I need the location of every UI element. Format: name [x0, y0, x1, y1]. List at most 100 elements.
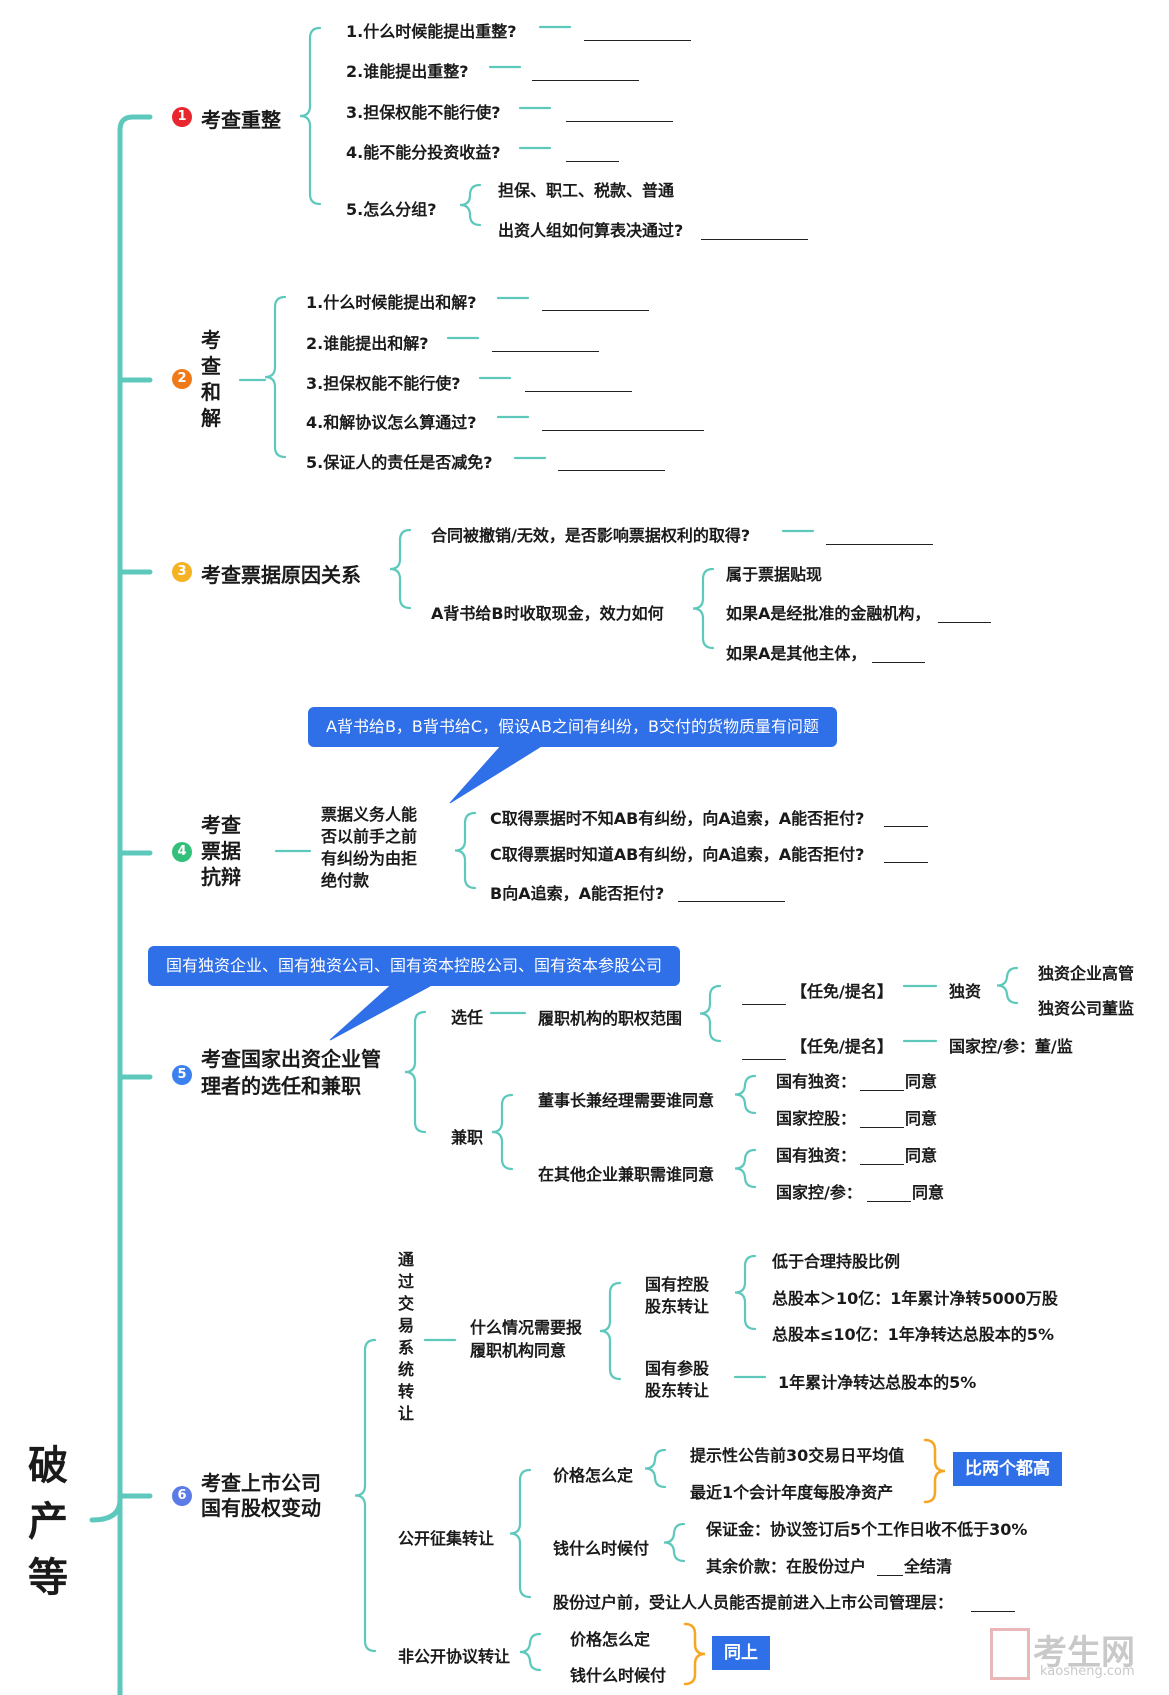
blank[interactable]	[860, 1076, 904, 1091]
b5-opt1-2: 国家控股：	[776, 1109, 857, 1128]
blank[interactable]	[558, 456, 665, 471]
b4-brace	[454, 811, 477, 890]
b5-agree-3: 同意	[905, 1146, 938, 1165]
b6-orange-brace-2	[683, 1622, 706, 1686]
watermark-url: kaosheng.com	[1040, 1664, 1135, 1679]
b5-duzi-brace	[996, 966, 1019, 1005]
badge-5: 5	[172, 1065, 192, 1085]
blank[interactable]	[532, 66, 639, 81]
b1-item-3: 3.担保权能不能行使?	[346, 103, 501, 122]
b6-pay-item-2: 其余价款：在股份过户	[706, 1557, 867, 1576]
b1-item-5: 5.怎么分组?	[346, 200, 437, 219]
b4-bubble: A背书给B，B背书给C，假设AB之间有纠纷，B交付的货物质量有问题	[308, 707, 837, 747]
b6-price-brace	[644, 1448, 667, 1489]
badge-2: 2	[172, 369, 192, 389]
b6-c-item-2: 钱什么时候付	[570, 1666, 667, 1685]
b6-price: 价格怎么定	[553, 1466, 634, 1485]
badge-1: 1	[172, 107, 192, 127]
b6-a: 通过交易系统转让	[398, 1250, 415, 1423]
b6-brace	[354, 1338, 377, 1653]
b5-agree-1: 同意	[905, 1072, 938, 1091]
b6-kong-brace	[734, 1254, 757, 1331]
b5-brace	[404, 1010, 427, 1134]
blank[interactable]	[678, 887, 785, 902]
badge-6: 6	[172, 1486, 192, 1506]
blank[interactable]	[742, 990, 786, 1005]
b5-duzi-sub-1: 独资企业高管	[1038, 964, 1135, 983]
b6-c-item-1: 价格怎么定	[570, 1630, 651, 1649]
blank[interactable]	[867, 1187, 911, 1202]
b6-price-item-2: 最近1个会计年度每股净资产	[690, 1483, 894, 1502]
b3-item-1: 合同被撤销/无效，是否影响票据权利的取得?	[431, 526, 751, 545]
blank[interactable]	[584, 26, 691, 41]
blank[interactable]	[860, 1150, 904, 1165]
blank[interactable]	[884, 848, 928, 863]
b6-mgmt: 股份过户前，受让人人员能否提前进入上市公司管理层：	[553, 1593, 954, 1612]
b2-item-1: 1.什么时候能提出和解?	[306, 293, 477, 312]
b6-pay-item-3: 全结清	[904, 1557, 953, 1576]
blank[interactable]	[566, 147, 619, 162]
b3-sub-1: 属于票据贴现	[726, 565, 823, 584]
b4-item-3: B向A追索，A能否拒付?	[490, 884, 665, 903]
b5-renmian-1: 【任免/提名】	[791, 982, 893, 1001]
b6-price-item-1: 提示性公告前30交易日平均值	[690, 1446, 905, 1465]
b5-agree-4: 同意	[912, 1183, 945, 1202]
blank[interactable]	[492, 337, 599, 352]
trunk-line	[117, 114, 153, 1695]
b5-xuanren: 选任	[451, 1008, 484, 1027]
b4-mid: 票据义务人能否以前手之前有纠纷为由拒绝付款	[321, 805, 418, 890]
blank[interactable]	[826, 530, 933, 545]
b5-duzi: 独资	[949, 982, 982, 1001]
b3-item-2: A背书给B时收取现金，效力如何	[431, 604, 664, 623]
b5-q2-brace	[734, 1148, 757, 1189]
b1-brace	[299, 26, 322, 206]
blank[interactable]	[971, 1597, 1015, 1612]
b6-a-brace	[599, 1281, 622, 1381]
blank[interactable]	[872, 648, 925, 663]
b6-pay-brace	[663, 1522, 686, 1563]
b5-kongcan: 国家控/参：董/监	[949, 1037, 1073, 1056]
b5-duzi-sub-2: 独资公司董监	[1038, 999, 1135, 1018]
b5-jianzhi: 兼职	[451, 1128, 484, 1147]
b1-item-4: 4.能不能分投资收益?	[346, 143, 501, 162]
b5-renmian-2: 【任免/提名】	[791, 1037, 893, 1056]
b6-c-brace	[519, 1632, 542, 1672]
blank[interactable]	[542, 416, 704, 431]
b6-kong: 国有控股股东转让	[645, 1275, 710, 1316]
root-link	[89, 1499, 123, 1523]
b6-orange-brace-1	[923, 1438, 946, 1504]
blank[interactable]	[542, 296, 649, 311]
b6-pay: 钱什么时候付	[553, 1539, 650, 1558]
branch-6-title: 考查上市公司国有股权变动	[201, 1471, 321, 1520]
b2-item-3: 3.担保权能不能行使?	[306, 374, 461, 393]
blank[interactable]	[525, 377, 632, 392]
blank[interactable]	[884, 812, 928, 827]
b6-kong-item-1: 低于合理持股比例	[772, 1252, 901, 1271]
b3-brace	[389, 528, 412, 610]
b2-item-4: 4.和解协议怎么算通过?	[306, 413, 477, 432]
blank[interactable]	[877, 1561, 903, 1576]
branch-1-title: 考查重整	[201, 108, 281, 132]
blank[interactable]	[742, 1045, 786, 1060]
b4-item-2: C取得票据时知道AB有纠纷，向A追索，A能否拒付?	[490, 845, 865, 864]
b5-q1: 董事长兼经理需要谁同意	[538, 1091, 715, 1110]
b2-item-2: 2.谁能提出和解?	[306, 334, 429, 353]
b4-item-1: C取得票据时不知AB有纠纷，向A追索，A能否拒付?	[490, 809, 865, 828]
blank[interactable]	[938, 608, 991, 623]
b1-sub-brace	[459, 183, 482, 227]
blank[interactable]	[860, 1113, 904, 1128]
b2-brace	[264, 295, 287, 459]
b1-item-1: 1.什么时候能提出重整?	[346, 22, 517, 41]
b6-c: 非公开协议转让	[398, 1647, 511, 1666]
b6-tag-1: 比两个都高	[953, 1452, 1062, 1486]
b6-b: 公开征集转让	[398, 1529, 495, 1548]
root-title: 破产等	[28, 1443, 68, 1601]
blank[interactable]	[701, 225, 808, 240]
b5-opt2-1: 国有独资：	[776, 1146, 857, 1165]
b5-q1-brace	[734, 1074, 757, 1115]
b1-sub-1: 担保、职工、税款、普通	[498, 181, 675, 200]
blank[interactable]	[566, 107, 673, 122]
b5-bubble: 国有独资企业、国有独资公司、国有资本控股公司、国有资本参股公司	[148, 946, 681, 986]
b3-sub-3: 如果A是其他主体，	[726, 644, 867, 663]
b5-q2: 在其他企业兼职需谁同意	[538, 1165, 715, 1184]
